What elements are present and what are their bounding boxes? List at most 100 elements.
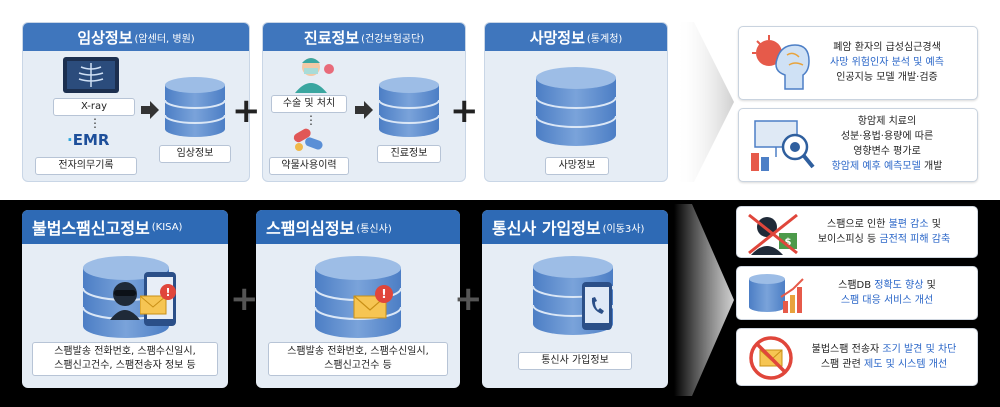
label-death-info: 사망정보 <box>545 157 609 175</box>
svg-text:$: $ <box>785 237 792 248</box>
plus-icon: + <box>232 91 261 131</box>
database-icon <box>164 77 226 137</box>
highlight-text: 항암제 예후 예측모델 <box>831 161 921 172</box>
panel-death: 사망정보(통계청) 사망정보 <box>484 22 668 182</box>
xray-icon <box>63 57 119 93</box>
chevron-right-icon <box>674 204 734 396</box>
panel-carrier-header: 통신사 가입정보(이동3사) <box>482 210 668 244</box>
plain-text: 및 <box>928 219 941 230</box>
panel-subtitle: (통신사) <box>356 223 392 235</box>
plain-text: 영향변수 평가로 <box>853 146 921 157</box>
panel-death-header: 사망정보(통계청) <box>485 23 667 51</box>
highlight-text: 정확도 향상 <box>874 280 924 291</box>
label-carrier-info: 통신사 가입정보 <box>518 352 632 370</box>
svg-text:!: ! <box>165 286 170 299</box>
emr-logo: ·EMR <box>67 131 110 149</box>
plain-text: 불법스팸 전송자 <box>811 344 883 355</box>
plain-text: 인공지능 모델 개발·검증 <box>836 72 938 83</box>
result-line: 스팸DB 정확도 향상 및 <box>807 278 967 293</box>
plain-text: 항암제 치료의 <box>857 116 917 127</box>
plus-icon: + <box>230 279 259 319</box>
plus-icon: + <box>450 91 479 131</box>
panel-carrier-subscription: 통신사 가입정보(이동3사) 통신사 가입정보 <box>482 210 668 388</box>
label-spam-suspect: 스팸발송 전화번호, 스팸수신일시, 스팸신고건수 등 <box>268 342 448 376</box>
plain-text: 스팸 관련 <box>820 359 865 370</box>
label-emr: 전자의무기록 <box>35 157 137 175</box>
panel-spam-report: 불법스팸신고정보(KISA) ! 스팸발송 전화번호, 스팸수신일시, 스팸신고… <box>22 210 228 388</box>
more-dots: ⋮ <box>89 116 101 130</box>
panel-spam-suspect: 스팸의심정보(통신사) ! 스팸발송 전화번호, 스팸수신일시, 스팸신고건수 … <box>256 210 460 388</box>
result-line: 인공지능 모델 개발·검증 <box>807 70 967 85</box>
result-line: 사망 위험인자 분석 및 예측 <box>807 55 967 70</box>
panel-subtitle: (암센터, 병원) <box>134 33 195 45</box>
ai-brain-icon <box>752 35 810 90</box>
no-mail-icon <box>749 336 793 380</box>
panel-title: 임상정보 <box>77 28 133 47</box>
highlight-text: 사망 위험인자 분석 및 예측 <box>830 57 944 68</box>
panel-spam-suspect-header: 스팸의심정보(통신사) <box>256 210 460 244</box>
blocked-hacker-icon: $ <box>748 213 798 255</box>
label-medication: 약물사용이력 <box>269 157 349 175</box>
analysis-icon <box>751 120 815 171</box>
label-clinical-info: 임상정보 <box>159 145 231 163</box>
panel-subtitle: (건강보험공단) <box>361 33 425 45</box>
plain-text: 스팸으로 인한 <box>827 219 889 230</box>
plain-text: 보이스피싱 등 <box>817 234 880 245</box>
result-line: 보이스피싱 등 금전적 피해 감축 <box>801 232 967 247</box>
highlight-text: 조기 발견 및 차단 <box>882 344 957 355</box>
panel-clinical-header: 임상정보(암센터, 병원) <box>23 23 249 51</box>
panel-title: 통신사 가입정보 <box>492 219 601 238</box>
panel-spam-report-header: 불법스팸신고정보(KISA) <box>22 210 228 244</box>
svg-text:!: ! <box>381 287 386 301</box>
database-icon <box>535 67 617 146</box>
panel-treatment: 진료정보(건강보험공단) 수술 및 처치 ⋮ 약물사용이력 진료정보 <box>262 22 466 182</box>
label-spam-report: 스팸발송 전화번호, 스팸수신일시, 스팸신고건수, 스팸전송자 정보 등 <box>32 342 218 376</box>
label-line: 스팸발송 전화번호, 스팸수신일시, <box>54 346 196 357</box>
label-surgery: 수술 및 처치 <box>271 95 347 113</box>
result-line: 스팸 대응 서비스 개선 <box>807 293 967 308</box>
result-line: 불법스팸 전송자 조기 발견 및 차단 <box>801 342 967 357</box>
highlight-text: 금전적 피해 감축 <box>879 234 951 245</box>
hacker-icon <box>110 282 140 320</box>
database-icon <box>378 77 440 137</box>
label-line: 스팸발송 전화번호, 스팸수신일시, <box>287 346 429 357</box>
result-line: 항암제 예후 예측모델 개발 <box>807 159 967 174</box>
panel-title: 진료정보 <box>303 28 360 47</box>
pills-icon <box>293 128 323 151</box>
database-chart-icon <box>749 274 804 313</box>
plain-text: 및 <box>923 280 936 291</box>
highlight-text: 불편 감소 <box>888 219 929 230</box>
panel-treatment-header: 진료정보(건강보험공단) <box>263 23 465 51</box>
panel-subtitle: (통계청) <box>586 33 623 45</box>
more-dots: ⋮ <box>305 113 317 127</box>
panel-clinical: 임상정보(암센터, 병원) X-ray ⋮ ·EMR 전자의무기록 임상정보 <box>22 22 250 182</box>
result-line: 항암제 치료의 <box>807 114 967 129</box>
result-line: 성분·용법·용량에 따른 <box>807 129 967 144</box>
plain-text: 성분·용법·용량에 따른 <box>840 131 934 142</box>
chevron-right-icon <box>676 22 734 182</box>
arrow-right-icon <box>355 101 373 119</box>
label-line: 스팸신고건수 등 <box>324 360 392 371</box>
surgeon-icon <box>295 58 334 93</box>
panel-title: 불법스팸신고정보 <box>32 219 150 238</box>
plain-text: 스팸DB <box>838 280 875 291</box>
highlight-text: 스팸 대응 서비스 개선 <box>840 295 934 306</box>
label-line: 스팸신고건수, 스팸전송자 정보 등 <box>54 360 196 371</box>
panel-subtitle: (KISA) <box>151 221 183 233</box>
plain-text: 개발 <box>920 161 943 172</box>
highlight-text: 제도 및 시스템 개선 <box>864 359 948 370</box>
plus-icon: + <box>454 279 483 319</box>
result-line: 스팸 관련 제도 및 시스템 개선 <box>801 357 967 372</box>
result-line: 폐암 환자의 급성심근경색 <box>807 40 967 55</box>
panel-title: 스팸의심정보 <box>266 219 355 238</box>
